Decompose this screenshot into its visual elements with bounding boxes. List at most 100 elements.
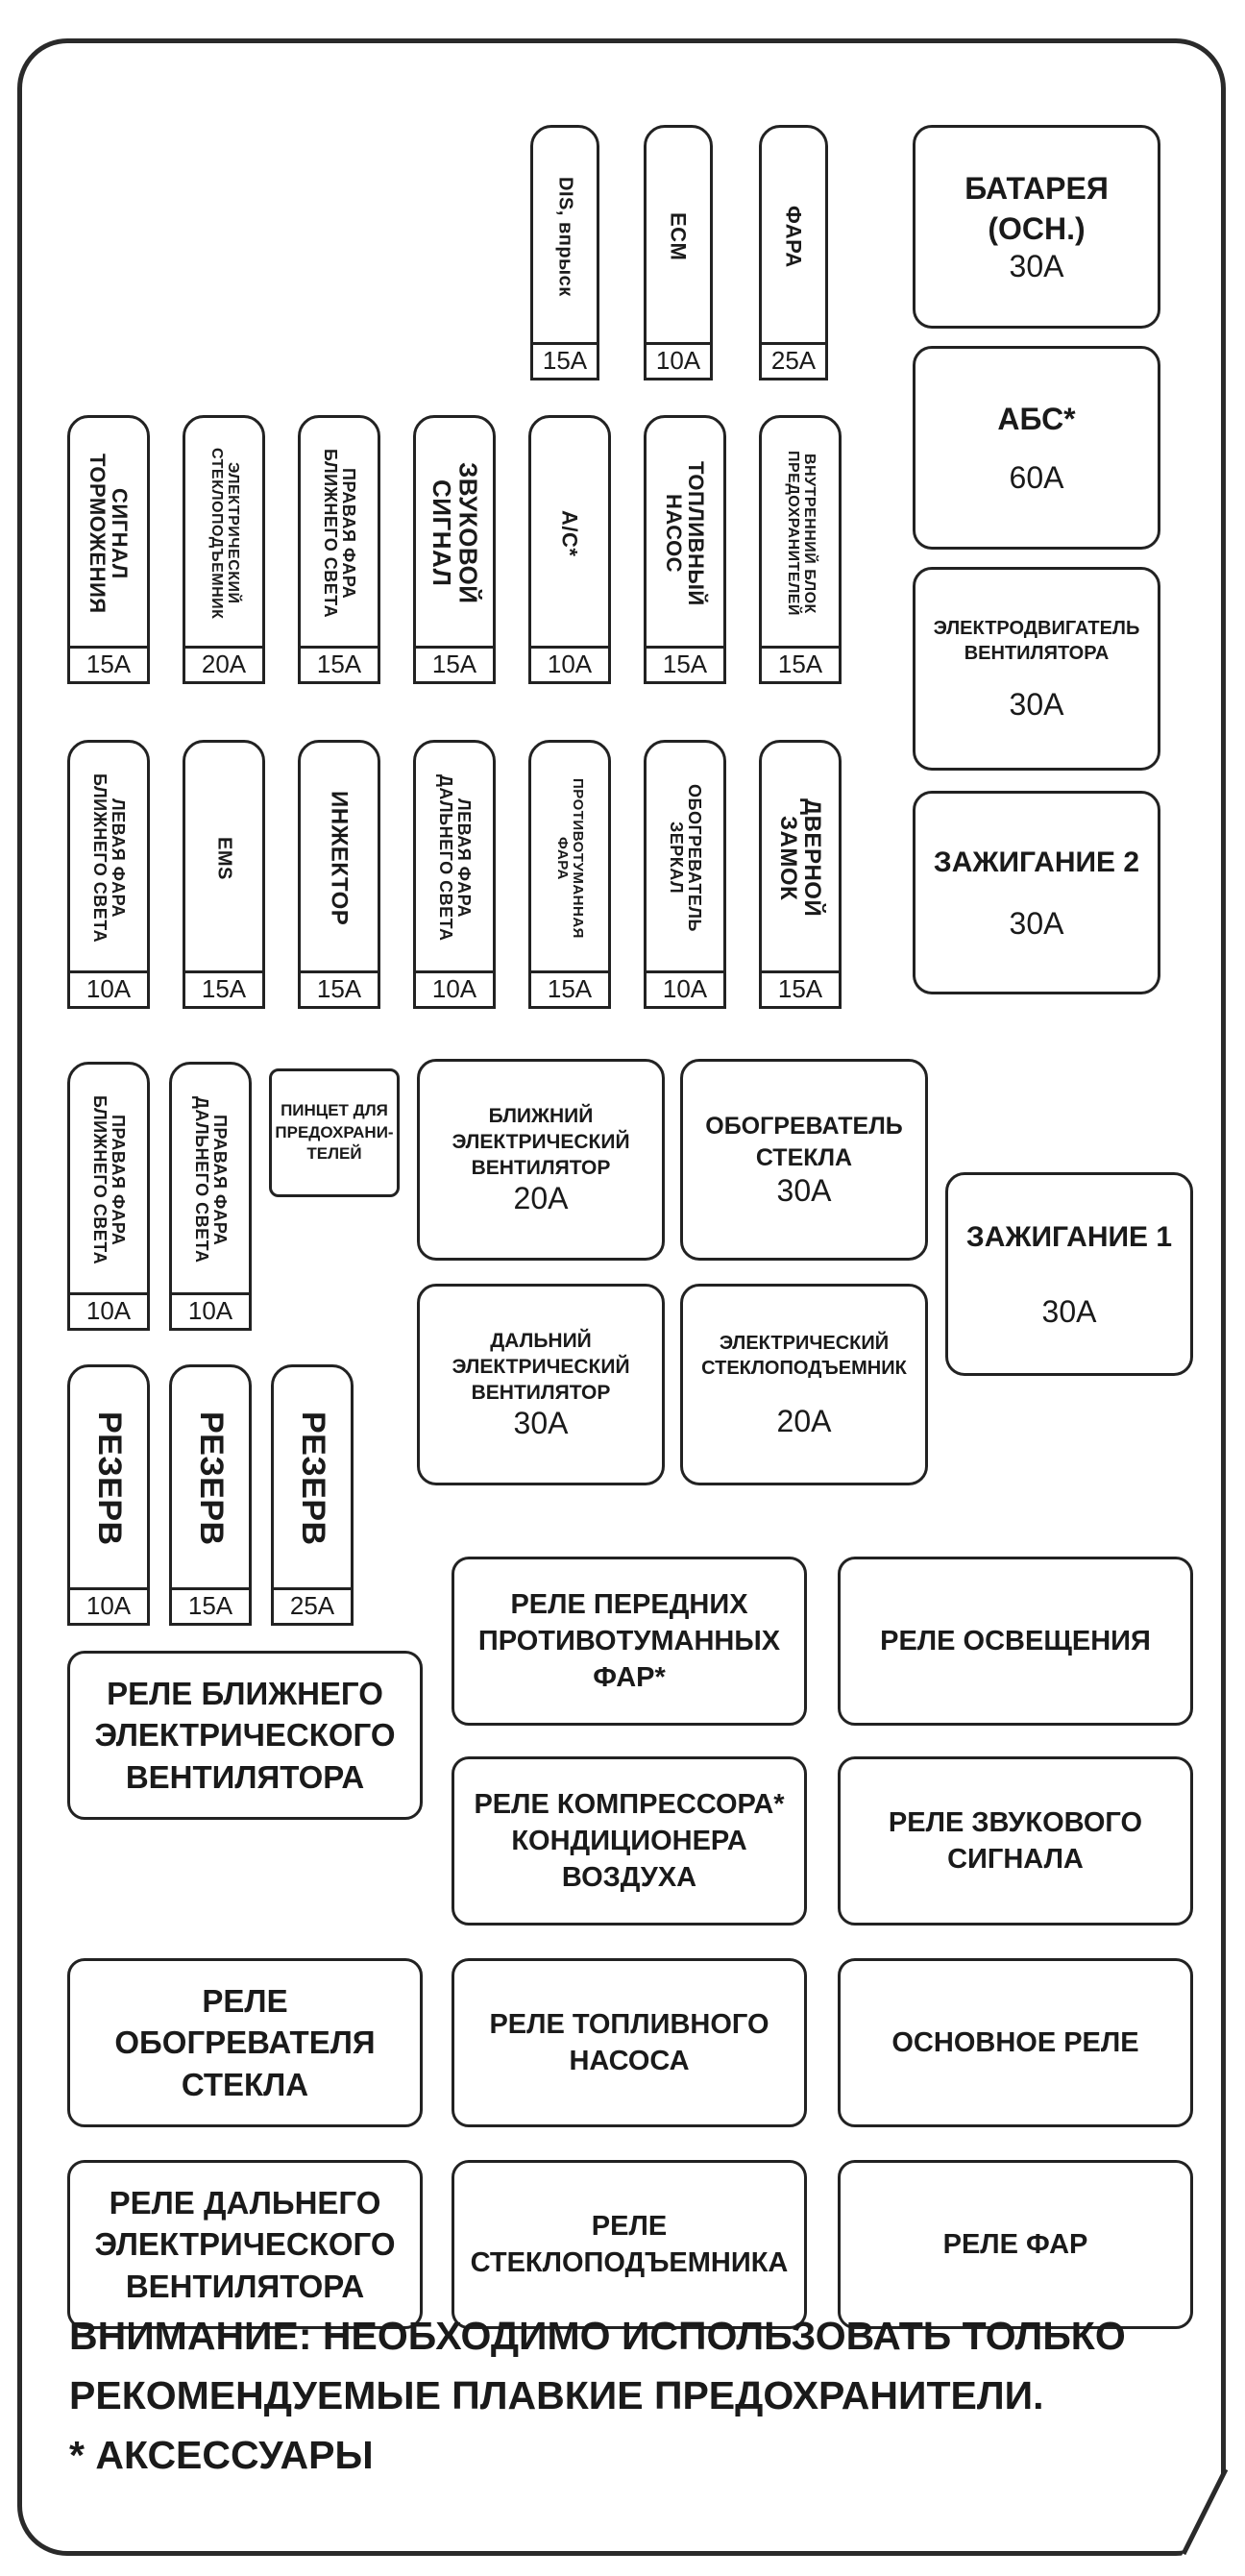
fuse-label: РЕЗЕРВ <box>294 1411 331 1546</box>
fuse-power-window: ЭЛЕКТРИЧЕСКИЙ СТЕКЛОПОДЪЕМНИК 20A <box>183 415 265 684</box>
fuse-label: ОБОГРЕВАТЕЛЬ ЗЕРКАЛ <box>667 784 704 932</box>
main-fuse-amperage: 30A <box>1009 906 1064 941</box>
mid-fuse-amperage: 30A <box>776 1173 832 1208</box>
mid-fuse-low-fan: БЛИЖНИЙ ЭЛЕКТРИЧЕСКИЙ ВЕНТИЛЯТОР 20A <box>417 1059 665 1261</box>
fuse-amperage: 15A <box>70 646 147 681</box>
panel-corner-cut <box>1182 2467 1239 2565</box>
relay-low-fan: РЕЛЕ БЛИЖНЕГО ЭЛЕКТРИЧЕСКОГО ВЕНТИЛЯТОРА <box>67 1651 423 1820</box>
fuse-ac: A/C* 10A <box>528 415 611 684</box>
accessories-footnote: * АКСЕССУАРЫ <box>69 2433 374 2477</box>
relay-fuel-pump: РЕЛЕ ТОПЛИВНОГО НАСОСА <box>452 1958 807 2127</box>
warning-line-1: ВНИМАНИЕ: НЕОБХОДИМО ИСПОЛЬЗОВАТЬ ТОЛЬКО <box>69 2314 1126 2358</box>
fuse-amperage: 25A <box>762 342 825 378</box>
tweezers-label: ПИНЦЕТ ДЛЯ ПРЕДОХРАНИ- ТЕЛЕЙ <box>275 1100 394 1164</box>
relay-label: ОСНОВНОЕ РЕЛЕ <box>891 2026 1139 2058</box>
fuse-amperage: 25A <box>274 1587 351 1623</box>
main-fuse-amperage: 60A <box>1009 460 1064 496</box>
fuse-horn: ЗВУКОВОЙ СИГНАЛ 15A <box>413 415 496 684</box>
fuse-fog-lamp: ПРОТИВОТУМАННАЯ ФАРА 15A <box>528 740 611 1009</box>
fuse-label: EMS <box>213 836 235 880</box>
fuse-label: ЭЛЕКТРИЧЕСКИЙ СТЕКЛОПОДЪЕМНИК <box>208 447 241 620</box>
relay-lighting: РЕЛЕ ОСВЕЩЕНИЯ <box>838 1557 1193 1726</box>
warning-line-2: РЕКОМЕНДУЕМЫЕ ПЛАВКИЕ ПРЕДОХРАНИТЕЛИ. <box>69 2373 1044 2417</box>
fuse-label: ЛЕВАЯ ФАРА ДАЛЬНЕГО СВЕТА <box>436 774 474 942</box>
fuse-amperage: 15A <box>533 342 597 378</box>
fuse-left-high-beam: ЛЕВАЯ ФАРА ДАЛЬНЕГО СВЕТА 10A <box>413 740 496 1009</box>
mid-fuse-amperage: 20A <box>776 1403 832 1438</box>
relay-power-window: РЕЛЕ СТЕКЛОПОДЪЕМНИКА <box>452 2160 807 2329</box>
relay-label: РЕЛЕ ЗВУКОВОГО СИГНАЛА <box>888 1806 1143 1875</box>
fuse-label: РЕЗЕРВ <box>90 1411 128 1546</box>
main-fuse-fan-motor: ЭЛЕКТРОДВИГАТЕЛЬ ВЕНТИЛЯТОРА 30A <box>913 567 1160 771</box>
relay-front-fog: РЕЛЕ ПЕРЕДНИХ ПРОТИВОТУМАННЫХ ФАР* <box>452 1557 807 1726</box>
mid-fuse-amperage: 30A <box>513 1406 569 1441</box>
main-fuse-ignition-1: ЗАЖИГАНИЕ 1 30A <box>945 1172 1193 1376</box>
relay-label: РЕЛЕ БЛИЖНЕГО ЭЛЕКТРИЧЕСКОГО ВЕНТИЛЯТОРА <box>94 1675 396 1795</box>
fuse-label: ДВЕРНОЙ ЗАМОК <box>775 798 826 918</box>
relay-defroster: РЕЛЕ ОБОГРЕВАТЕЛЯ СТЕКЛА <box>67 1958 423 2127</box>
fuse-label: ЗВУКОВОЙ СИГНАЛ <box>427 462 483 604</box>
fuse-label: DIS, впрыск <box>554 176 576 297</box>
relay-horn: РЕЛЕ ЗВУКОВОГО СИГНАЛА <box>838 1756 1193 1926</box>
fuse-label: ПРАВАЯ ФАРА ДАЛЬНЕГО СВЕТА <box>192 1096 230 1263</box>
fuse-label: СИГНАЛ ТОРМОЖЕНИЯ <box>85 453 133 614</box>
relay-label: РЕЛЕ КОМПРЕССОРА* КОНДИЦИОНЕРА ВОЗДУХА <box>474 1788 785 1894</box>
main-fuse-amperage: 30A <box>1009 249 1064 284</box>
fuse-brake-signal: СИГНАЛ ТОРМОЖЕНИЯ 15A <box>67 415 150 684</box>
fuse-amperage: 15A <box>416 646 493 681</box>
fuse-amperage: 15A <box>301 646 378 681</box>
main-fuse-label: АБС* <box>997 401 1076 436</box>
main-fuse-amperage: 30A <box>1041 1294 1097 1329</box>
main-fuse-label: ЗАЖИГАНИЕ 1 <box>965 1221 1173 1253</box>
fuse-right-low-beam-2: ПРАВАЯ ФАРА БЛИЖНЕГО СВЕТА 10A <box>67 1062 150 1331</box>
fuse-fuel-pump: ТОПЛИВНЫЙ НАСОС 15A <box>644 415 726 684</box>
fuse-internal-fuse-block: ВНУТРЕННИЙ БЛОК ПРЕДОХРАНИТЕЛЕЙ 15A <box>759 415 842 684</box>
fuse-label: РЕЗЕРВ <box>192 1411 230 1546</box>
fuse-label: ПРОТИВОТУМАННАЯ ФАРА <box>554 777 586 939</box>
fuse-door-lock: ДВЕРНОЙ ЗАМОК 15A <box>759 740 842 1009</box>
main-fuse-label: БАТАРЕЯ (ОСН.) <box>964 170 1109 246</box>
fuse-amperage: 10A <box>647 970 723 1006</box>
fuse-amperage: 20A <box>185 646 262 681</box>
fuse-reserve-15a: РЕЗЕРВ 15A <box>169 1364 252 1626</box>
relay-main: ОСНОВНОЕ РЕЛЕ <box>838 1958 1193 2127</box>
relay-label: РЕЛЕ ОБОГРЕВАТЕЛЯ СТЕКЛА <box>114 1982 376 2102</box>
fuse-amperage: 10A <box>647 342 710 378</box>
relay-label: РЕЛЕ ДАЛЬНЕГО ЭЛЕКТРИЧЕСКОГО ВЕНТИЛЯТОРА <box>94 2184 396 2304</box>
fuse-amperage: 15A <box>762 646 839 681</box>
mid-fuse-label: БЛИЖНИЙ ЭЛЕКТРИЧЕСКИЙ ВЕНТИЛЯТОР <box>452 1104 630 1180</box>
fuse-ecm: ECM 10A <box>644 125 713 380</box>
fuse-amperage: 10A <box>531 646 608 681</box>
relay-headlamp: РЕЛЕ ФАР <box>838 2160 1193 2329</box>
fuse-label: ПРАВАЯ ФАРА БЛИЖНЕГО СВЕТА <box>90 1094 128 1265</box>
relay-label: РЕЛЕ СТЕКЛОПОДЪЕМНИКА <box>470 2210 789 2278</box>
fuse-reserve-10a: РЕЗЕРВ 10A <box>67 1364 150 1626</box>
fuse-reserve-25a: РЕЗЕРВ 25A <box>271 1364 354 1626</box>
mid-fuse-rear-defroster: ОБОГРЕВАТЕЛЬ СТЕКЛА 30A <box>680 1059 928 1261</box>
fuse-label: ПРАВАЯ ФАРА БЛИЖНЕГО СВЕТА <box>321 448 358 619</box>
mid-fuse-label: ОБОГРЕВАТЕЛЬ СТЕКЛА <box>705 1113 903 1171</box>
fuse-injector: ИНЖЕКТОР 15A <box>298 740 380 1009</box>
main-fuse-label: ЗАЖИГАНИЕ 2 <box>933 846 1140 878</box>
relay-label: РЕЛЕ ПЕРЕДНИХ ПРОТИВОТУМАННЫХ ФАР* <box>477 1588 781 1694</box>
fuse-amperage: 15A <box>531 970 608 1006</box>
mid-fuse-high-fan: ДАЛЬНИЙ ЭЛЕКТРИЧЕСКИЙ ВЕНТИЛЯТОР 30A <box>417 1284 665 1485</box>
fuse-left-low-beam: ЛЕВАЯ ФАРА БЛИЖНЕГО СВЕТА 10A <box>67 740 150 1009</box>
main-fuse-abs: АБС* 60A <box>913 346 1160 550</box>
warning-note: ВНИМАНИЕ: НЕОБХОДИМО ИСПОЛЬЗОВАТЬ ТОЛЬКО… <box>69 2306 1174 2485</box>
fuse-amperage: 15A <box>185 970 262 1006</box>
fuse-amperage: 15A <box>172 1587 249 1623</box>
fuse-amperage: 10A <box>172 1292 249 1328</box>
fuse-label: ИНЖЕКТОР <box>326 790 353 926</box>
main-fuse-battery: БАТАРЕЯ (ОСН.) 30A <box>913 125 1160 329</box>
fuse-ems: EMS 15A <box>183 740 265 1009</box>
relay-label: РЕЛЕ ОСВЕЩЕНИЯ <box>880 1625 1151 1656</box>
fuse-label: A/C* <box>557 509 582 557</box>
fuse-amperage: 10A <box>70 970 147 1006</box>
fuse-mirror-heater: ОБОГРЕВАТЕЛЬ ЗЕРКАЛ 10A <box>644 740 726 1009</box>
fuse-label: ECM <box>666 211 691 261</box>
main-fuse-amperage: 30A <box>1009 686 1064 722</box>
fuse-label: ЛЕВАЯ ФАРА БЛИЖНЕГО СВЕТА <box>90 773 128 944</box>
fuse-amperage: 10A <box>70 1292 147 1328</box>
fuse-amperage: 10A <box>70 1587 147 1623</box>
